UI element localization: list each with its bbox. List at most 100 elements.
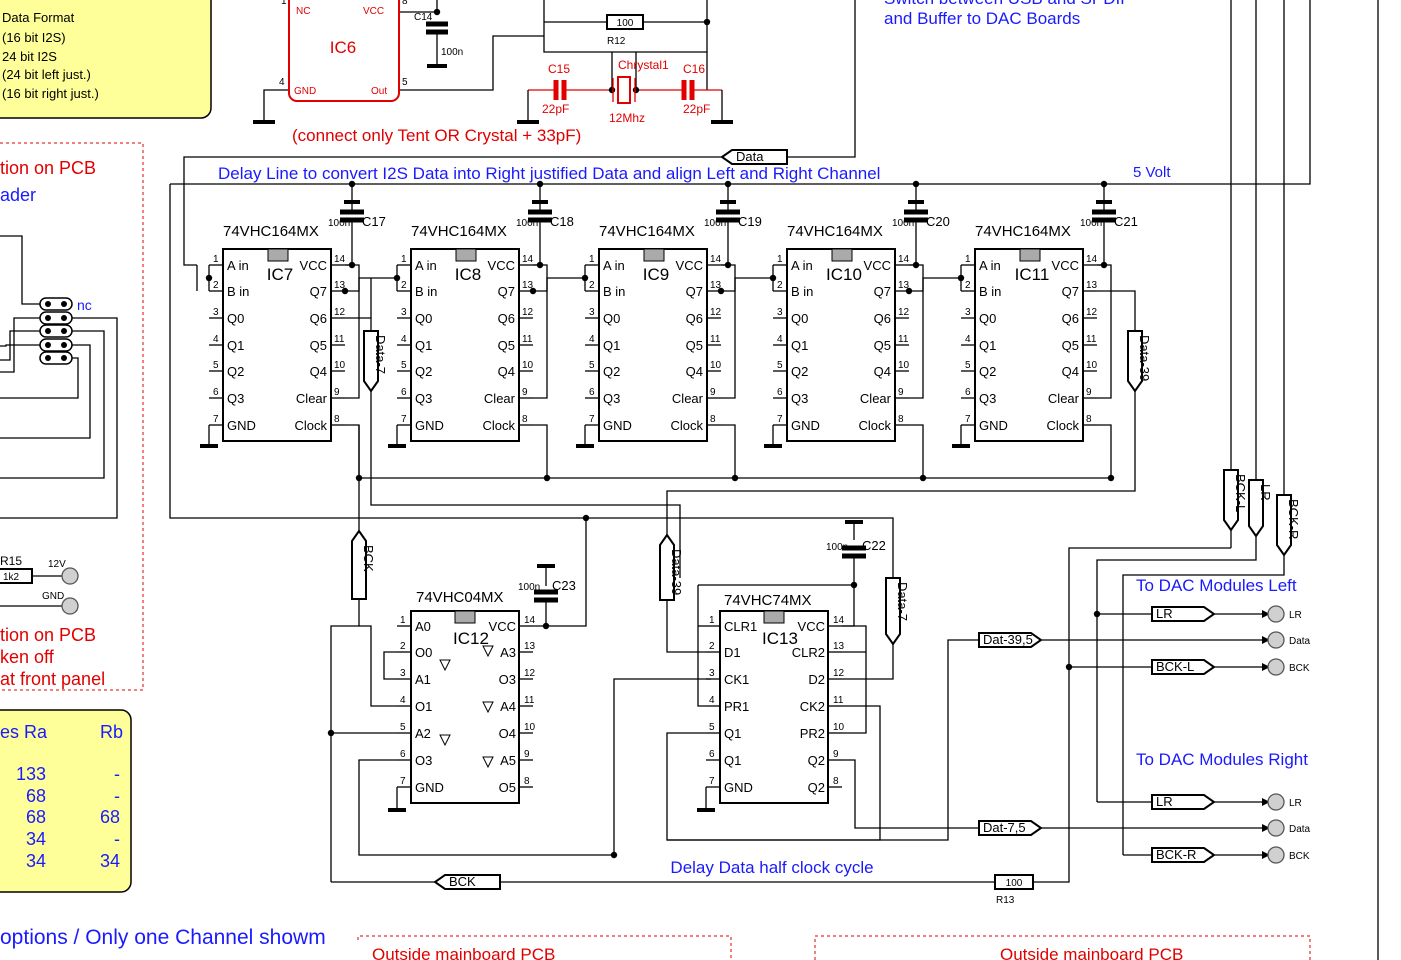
ic8-box: [410, 248, 520, 442]
section-label: ken off: [0, 647, 55, 667]
pin-label: Q1: [227, 338, 244, 353]
pin-label: Q2: [808, 780, 825, 795]
pin-label: Clock: [482, 418, 515, 433]
wire: [533, 424, 548, 478]
dac-right-label: BCK: [1289, 851, 1310, 862]
crystal: [617, 76, 631, 104]
wire: [909, 424, 924, 478]
ic8-name: IC8: [455, 265, 481, 284]
wire: [359, 625, 397, 707]
pin-label: Q5: [874, 338, 891, 353]
pin-label: Q6: [1062, 311, 1079, 326]
r15-label: R15: [0, 554, 22, 568]
ic6-box: [288, 0, 400, 102]
pin-label: CK2: [800, 699, 825, 714]
header-pin: [61, 355, 67, 361]
pin-number: 5: [777, 360, 783, 371]
c15-value: 22pF: [542, 102, 569, 116]
connector-terminal: [1267, 631, 1285, 649]
wire: [667, 639, 979, 841]
pin-number: 3: [777, 307, 783, 318]
pin-number: 4: [213, 334, 219, 345]
pin-number: 1: [965, 254, 971, 265]
cap-label: C17: [362, 214, 386, 229]
bck-flag-vert-text: BCK: [361, 545, 376, 572]
pin-number: 11: [898, 334, 909, 345]
pin-label: Clear: [296, 391, 328, 406]
header-pin: [45, 355, 51, 361]
pin-number: 8: [833, 776, 839, 787]
ic-notch: [454, 610, 476, 624]
cap-value: 100n: [328, 218, 350, 229]
pin-label: Q4: [1062, 364, 1079, 379]
pin-number: 7: [965, 414, 971, 425]
pin-number: 13: [334, 280, 346, 291]
pin-number: 4: [589, 334, 595, 345]
inverter-gate: [439, 659, 451, 672]
inverter-gate: [482, 756, 494, 769]
c14-label: C14: [414, 12, 433, 23]
pin-number: 5: [400, 722, 406, 733]
pin-label: Q4: [874, 364, 891, 379]
dat7-flag: [978, 820, 1043, 836]
wire: [543, 0, 708, 53]
pin-number: 6: [589, 387, 595, 398]
section-label: at front panel: [0, 669, 105, 689]
dac-bckl: [1151, 659, 1216, 675]
wire: [1096, 536, 1257, 802]
header-pin: [45, 315, 51, 321]
pin-number: 7: [589, 414, 595, 425]
r12-resistor: [606, 14, 644, 30]
ic13-box: [719, 610, 829, 804]
r13-resistor: [994, 874, 1034, 890]
ic-part: 74VHC164MX: [411, 223, 507, 240]
pin-label: D2: [808, 672, 825, 687]
pin-number: 14: [524, 615, 536, 626]
ic12-part: 74VHC04MX: [416, 589, 504, 606]
pin-number: 1: [777, 254, 783, 265]
ic13-part: 74VHC74MX: [724, 592, 812, 609]
pin-label: GND: [979, 418, 1008, 433]
pin-label: Q7: [1062, 284, 1079, 299]
pin-number: 13: [524, 641, 536, 652]
ic7-box: [222, 248, 332, 442]
resistor-value: 100: [1006, 878, 1023, 889]
pin-label: Q5: [498, 338, 515, 353]
pin-number: 4: [777, 334, 783, 345]
lr-flag-text: LR: [1258, 484, 1273, 501]
inverter-gate: [439, 734, 451, 747]
c15-label: C15: [548, 62, 570, 76]
pin-number: 9: [1086, 387, 1092, 398]
pin-label: CK1: [724, 672, 749, 687]
pin-number: 9: [524, 749, 530, 760]
nc-label: nc: [77, 297, 92, 313]
header-pin: [45, 301, 51, 307]
dac-lr-left-text: LR: [1156, 606, 1173, 621]
dac-lr-right-text: LR: [1156, 794, 1173, 809]
ic-part: 74VHC164MX: [599, 223, 695, 240]
cap-value: 100n: [516, 218, 538, 229]
pin-number: 9: [334, 387, 340, 398]
resistor-value: 100: [617, 18, 634, 29]
connector-terminal: [61, 567, 79, 585]
ic6-pinnum: 4: [279, 77, 285, 88]
pin-number: 11: [334, 334, 345, 345]
junction-dot: [905, 287, 913, 295]
pin-number: 13: [898, 280, 910, 291]
wire: [0, 317, 118, 519]
pin-label: CLR1: [724, 619, 757, 634]
header-pin: [61, 342, 67, 348]
connect-note: (connect only Tent OR Crystal + 33pF): [292, 126, 581, 145]
arrow-head: [1262, 663, 1270, 671]
pin-label: B in: [791, 284, 813, 299]
pin-label: Q3: [603, 391, 620, 406]
wire: [0, 330, 105, 479]
junction-dot: [536, 180, 544, 188]
pin-label: Q6: [686, 311, 703, 326]
pin-label: Q2: [808, 753, 825, 768]
bck-flag-h: [433, 874, 501, 890]
crystal-freq: 12Mhz: [609, 111, 645, 125]
pin-number: 1: [401, 254, 407, 265]
header-pin: [61, 328, 67, 334]
